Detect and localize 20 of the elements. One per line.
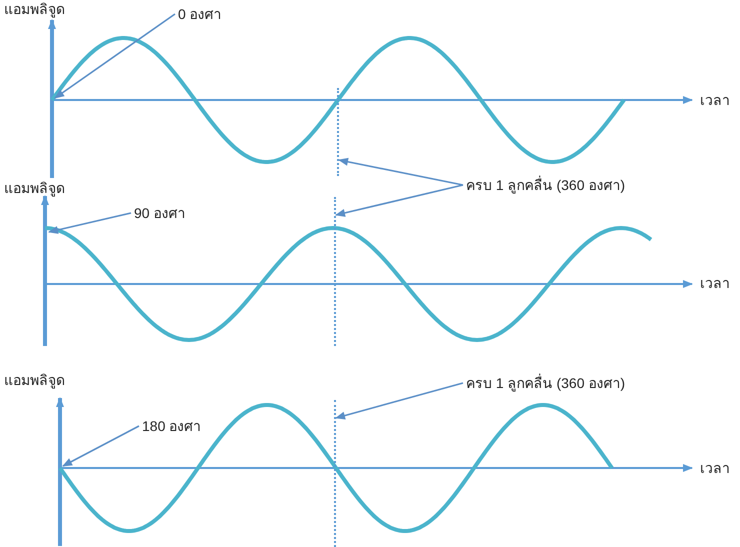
axis-label: เวลา	[700, 92, 730, 108]
callout-text: 90 องศา	[134, 205, 186, 221]
leader-line	[48, 212, 132, 234]
axis-label: แอมพลิจูด	[4, 180, 65, 196]
callout-text: 0 องศา	[178, 6, 222, 22]
callout-text: ครบ 1 ลูกคลื่น (360 องศา)	[466, 375, 626, 391]
leader-line	[338, 158, 464, 186]
callout-text: 180 องศา	[142, 418, 202, 434]
dotted-line	[334, 197, 336, 346]
axis-label: แอมพลิจูด	[4, 372, 65, 388]
axis-label: เวลา	[700, 460, 730, 476]
axis-label: เวลา	[700, 275, 730, 291]
axis-label: แอมพลิจูด	[4, 1, 65, 17]
leader-line	[335, 184, 464, 217]
leader-line	[62, 425, 140, 467]
leader-line	[335, 382, 464, 420]
dotted-line	[334, 400, 336, 547]
leader-line	[54, 13, 176, 99]
callout-text: ครบ 1 ลูกคลื่น (360 องศา)	[466, 177, 626, 193]
dotted-line	[337, 88, 339, 176]
